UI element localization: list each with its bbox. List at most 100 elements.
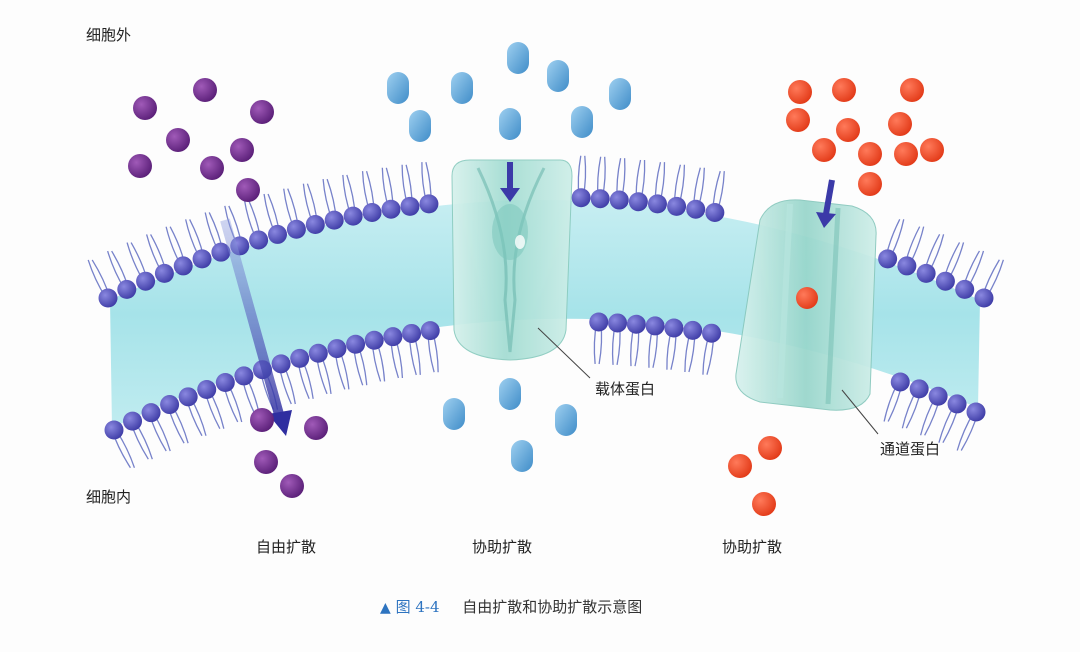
lipid-head bbox=[935, 271, 955, 291]
lipid-head bbox=[192, 249, 212, 269]
lipid-head bbox=[141, 403, 161, 423]
lipid-head bbox=[268, 224, 288, 244]
lipid-head bbox=[211, 242, 231, 262]
purple-molecule bbox=[166, 128, 190, 152]
lipid-head bbox=[381, 199, 401, 219]
caption-figure-number: 图 4-4 bbox=[395, 598, 440, 616]
lipid-head bbox=[608, 313, 628, 333]
lipid-head bbox=[364, 330, 384, 350]
lipid-head bbox=[327, 339, 347, 359]
lipid-head bbox=[702, 323, 722, 343]
label-simple-diffusion: 自由扩散 bbox=[256, 538, 317, 556]
blue-molecule bbox=[609, 78, 631, 110]
red-molecule bbox=[888, 112, 912, 136]
lipid-head bbox=[667, 196, 687, 216]
purple-molecule bbox=[128, 154, 152, 178]
channel-leader-line bbox=[841, 389, 879, 435]
lipid-head bbox=[215, 373, 235, 393]
red-molecules bbox=[728, 78, 944, 516]
channel-protein bbox=[735, 179, 877, 411]
label-channel-protein: 通道蛋白 bbox=[880, 440, 941, 458]
lipid-head bbox=[609, 190, 629, 210]
lipid-head bbox=[346, 334, 366, 354]
lipid-head bbox=[400, 196, 420, 216]
lipid-head bbox=[571, 188, 591, 208]
blue-molecule bbox=[499, 378, 521, 410]
label-inside-cell: 细胞内 bbox=[86, 488, 132, 506]
lipid-head bbox=[626, 314, 646, 334]
purple-molecule bbox=[200, 156, 224, 180]
purple-molecule bbox=[250, 100, 274, 124]
lipid-heads bbox=[98, 188, 994, 440]
lipid-head bbox=[955, 279, 975, 299]
simple-diffusion-arrow bbox=[220, 218, 292, 436]
lipid-head bbox=[290, 348, 310, 368]
figure-caption: ▲ 图 4-4 自由扩散和协助扩散示意图 bbox=[380, 596, 642, 617]
red-molecule bbox=[832, 78, 856, 102]
carrier-protein bbox=[451, 159, 573, 361]
lipid-head bbox=[705, 202, 725, 222]
blue-molecule bbox=[443, 398, 465, 430]
blue-molecule bbox=[387, 72, 409, 104]
blue-molecule bbox=[571, 106, 593, 138]
purple-molecule bbox=[250, 408, 274, 432]
red-molecule bbox=[728, 454, 752, 478]
lipid-head bbox=[160, 395, 180, 415]
blue-molecule bbox=[511, 440, 533, 472]
lipid-head bbox=[890, 372, 910, 392]
red-molecule bbox=[894, 142, 918, 166]
lipid-head bbox=[916, 263, 936, 283]
lipid-head bbox=[178, 387, 198, 407]
red-molecule bbox=[858, 142, 882, 166]
lipid-head bbox=[117, 279, 137, 299]
lipid-head bbox=[123, 411, 143, 431]
purple-molecule bbox=[236, 178, 260, 202]
lipid-head bbox=[136, 271, 156, 291]
lipid-head bbox=[308, 343, 328, 363]
purple-molecule bbox=[230, 138, 254, 162]
lipid-head bbox=[974, 288, 994, 308]
blue-molecule bbox=[451, 72, 473, 104]
lipid-head bbox=[286, 219, 306, 239]
lipid-head bbox=[928, 386, 948, 406]
blue-molecule bbox=[555, 404, 577, 436]
purple-molecule bbox=[280, 474, 304, 498]
lipid-head bbox=[419, 194, 439, 214]
red-molecule bbox=[788, 80, 812, 104]
lipid-head bbox=[305, 214, 325, 234]
red-molecule bbox=[900, 78, 924, 102]
lipid-head bbox=[628, 192, 648, 212]
lipid-head bbox=[966, 402, 986, 422]
label-outside-cell: 细胞外 bbox=[86, 26, 132, 44]
blue-molecule bbox=[547, 60, 569, 92]
red-molecule bbox=[812, 138, 836, 162]
caption-marker: ▲ bbox=[380, 600, 391, 616]
label-facilitated-diffusion-carrier: 协助扩散 bbox=[472, 538, 533, 556]
label-facilitated-diffusion-channel: 协助扩散 bbox=[722, 538, 783, 556]
lipid-head bbox=[383, 327, 403, 347]
red-molecule bbox=[858, 172, 882, 196]
lipid-head bbox=[647, 194, 667, 214]
carrier-leader-line bbox=[537, 327, 591, 379]
purple-molecule bbox=[304, 416, 328, 440]
purple-molecules bbox=[128, 78, 328, 498]
blue-molecule bbox=[409, 110, 431, 142]
lipid-head bbox=[324, 210, 344, 230]
label-carrier-protein: 载体蛋白 bbox=[595, 380, 656, 398]
lipid-head bbox=[343, 206, 363, 226]
purple-molecule bbox=[193, 78, 217, 102]
lipid-head bbox=[234, 366, 254, 386]
lipid-head bbox=[104, 420, 124, 440]
lipid-head bbox=[947, 394, 967, 414]
lipid-head bbox=[683, 320, 703, 340]
blue-molecules bbox=[387, 42, 631, 472]
lipid-head bbox=[173, 256, 193, 276]
purple-molecule bbox=[133, 96, 157, 120]
red-molecule bbox=[836, 118, 860, 142]
red-molecule bbox=[786, 108, 810, 132]
lipid-head bbox=[98, 288, 118, 308]
red-molecule bbox=[758, 436, 782, 460]
lipid-head bbox=[590, 189, 610, 209]
